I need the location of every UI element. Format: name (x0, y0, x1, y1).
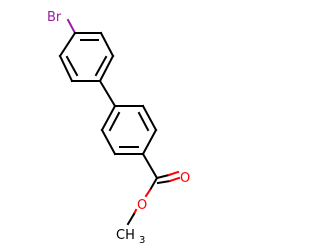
methyl-label: CH 3 (116, 228, 145, 246)
ring2-bond (100, 128, 117, 156)
ring-carbonyl-bond (141, 152, 159, 180)
ring1-bond (98, 54, 115, 83)
biphenyl-bond (98, 79, 117, 108)
ring1-double-bond (94, 55, 108, 77)
methyl-subscript: 3 (139, 235, 145, 246)
co-bond-segment (155, 173, 171, 180)
ester-bond (144, 188, 152, 198)
carbonyl-double-bond (155, 170, 181, 185)
co-bond-segment (168, 176, 181, 183)
ester-bond (148, 176, 159, 192)
co-bond-segment (167, 170, 180, 177)
ring1-bond (58, 54, 74, 83)
methyl-text: CH (116, 228, 135, 243)
br-bond (66, 18, 77, 35)
ring1-double-bond (65, 55, 79, 77)
co-bond-segment (156, 179, 172, 185)
ring2-bond (141, 104, 158, 132)
ring1-bond (99, 31, 115, 58)
molecule-canvas: Br O O CH 3 (47, 10, 190, 246)
ring1-bond (58, 31, 77, 58)
ring2-double-bond (108, 111, 121, 132)
structure-diagram: Br O O CH 3 (47, 10, 190, 246)
benzoate-ring (100, 104, 158, 156)
ring2-bond (141, 128, 158, 156)
methyl-bond (126, 212, 136, 226)
ring2-bond (100, 104, 117, 132)
ester-oxygen-label: O (137, 198, 147, 213)
bromophenyl-ring (58, 31, 115, 83)
ring2-double-bond (137, 111, 150, 132)
bromine-label: Br (47, 10, 62, 25)
carbonyl-oxygen-label: O (180, 171, 190, 186)
